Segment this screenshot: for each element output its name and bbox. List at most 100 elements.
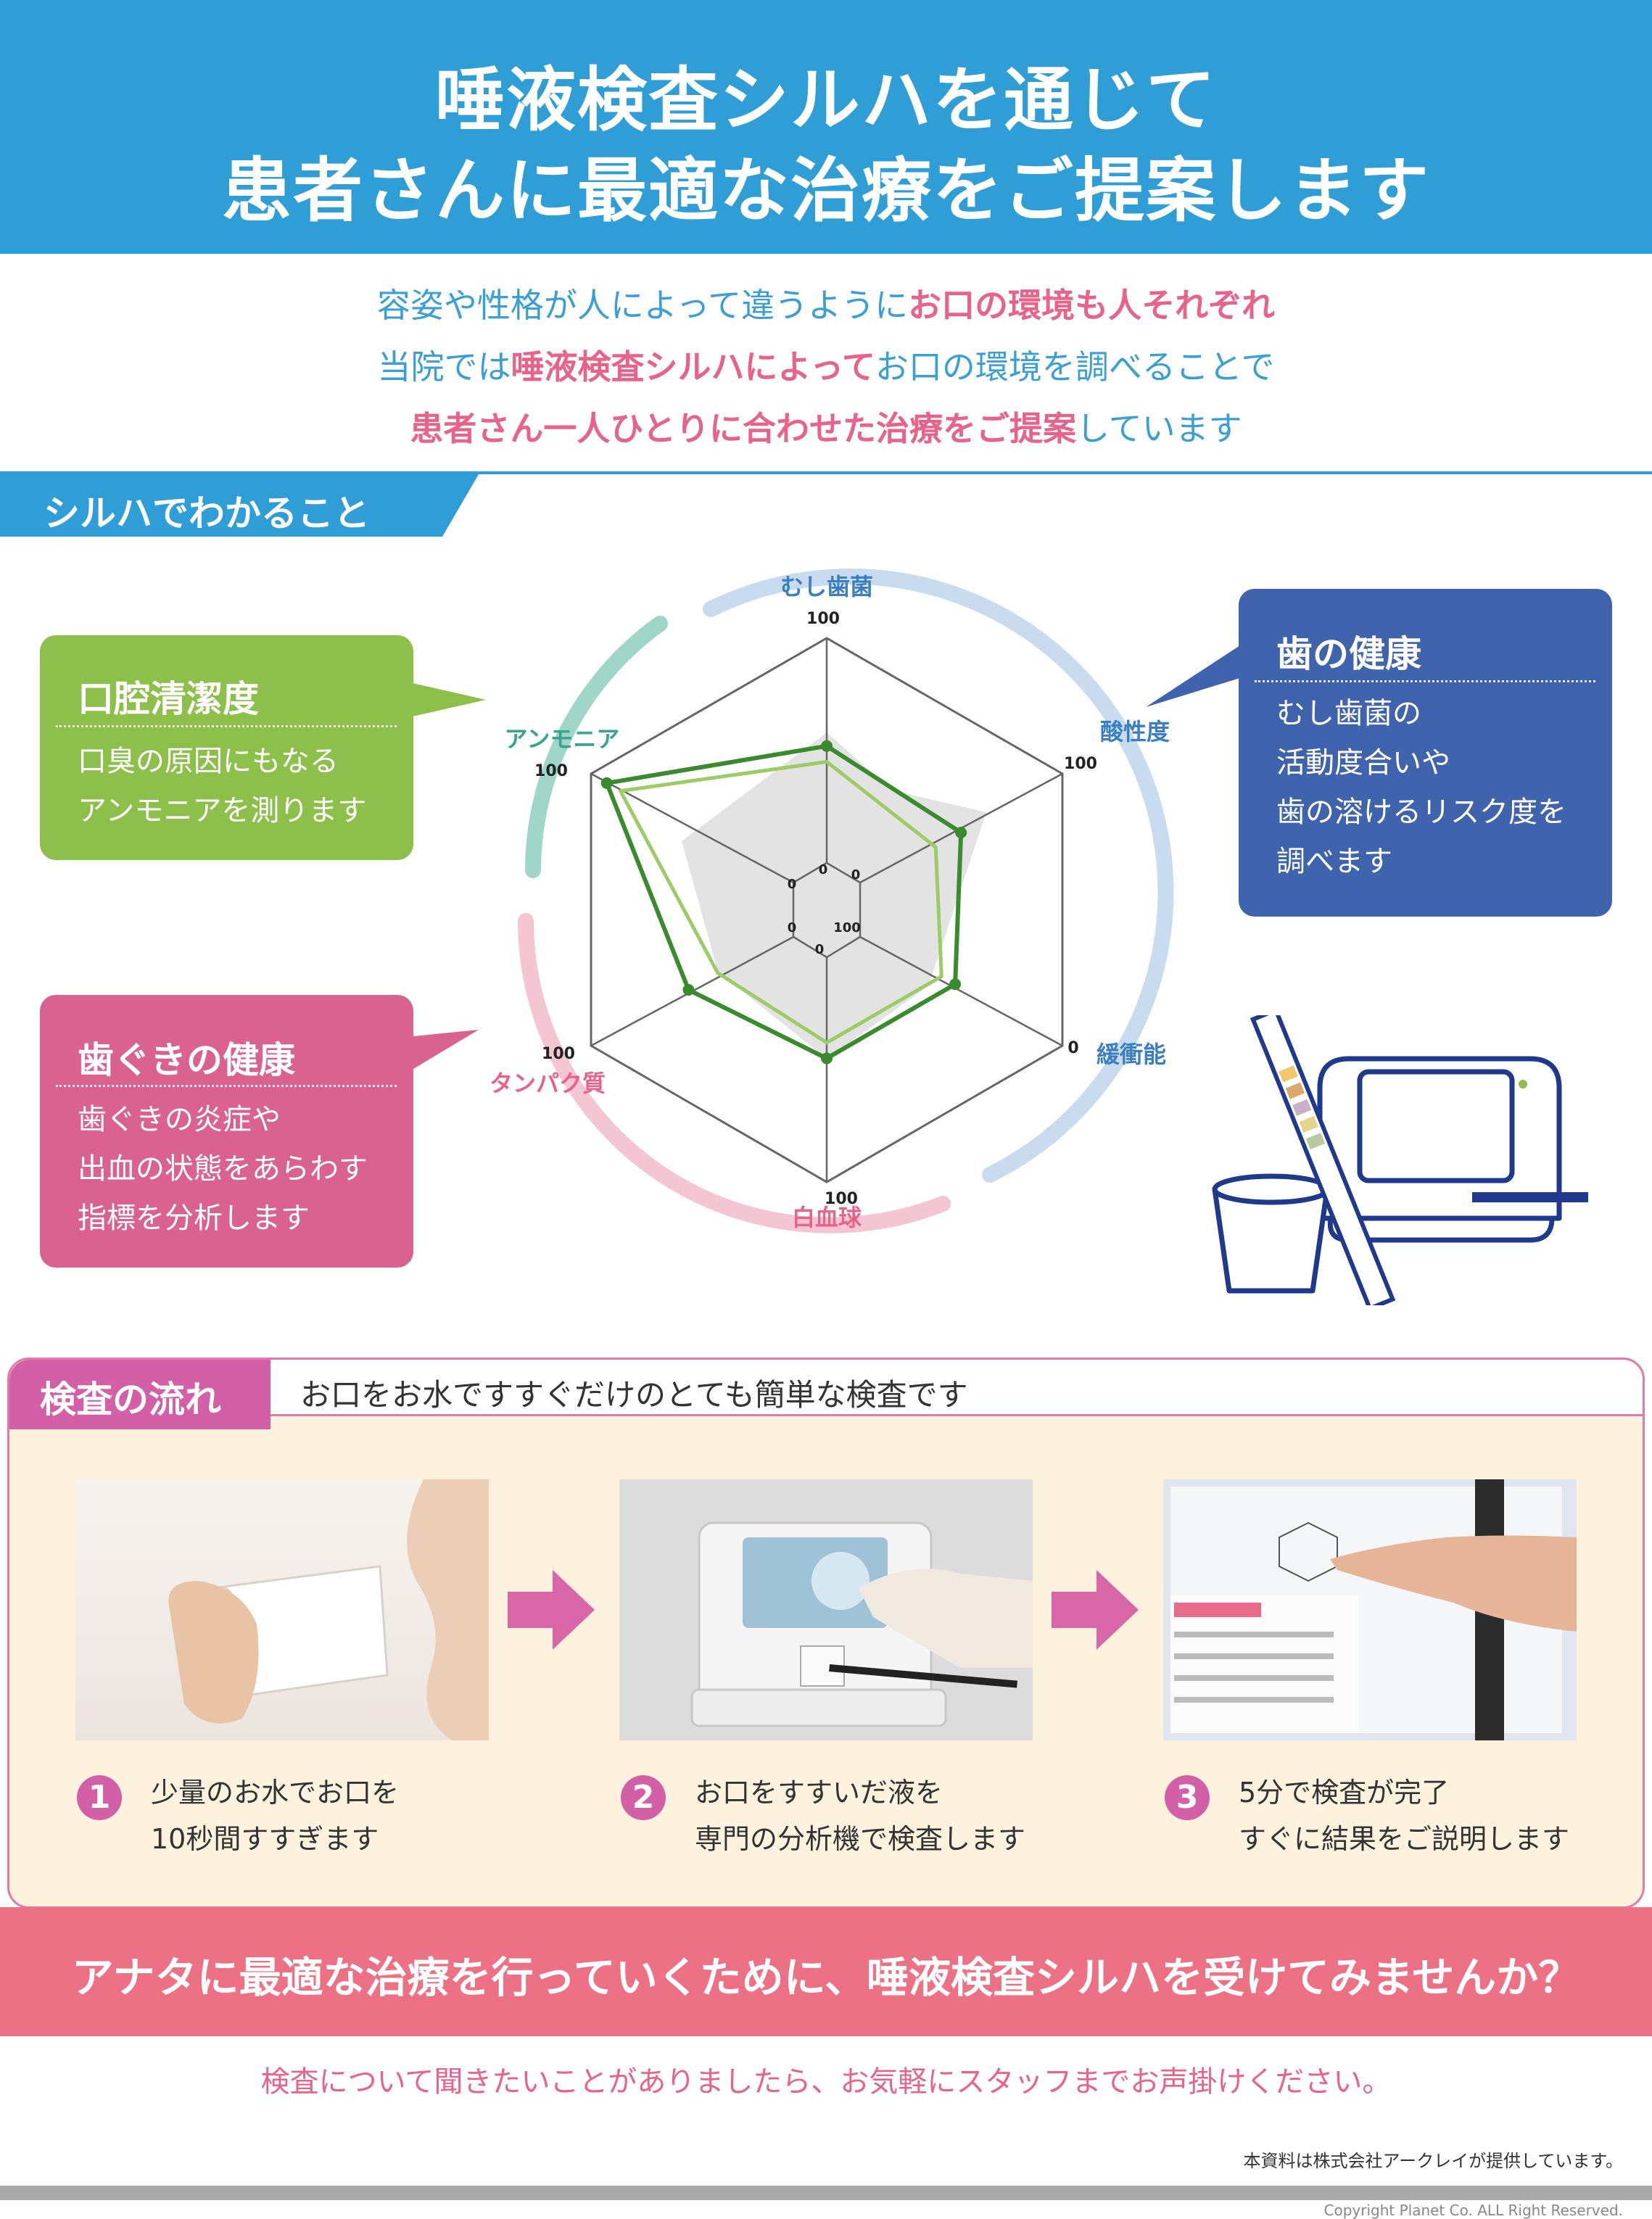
flow-title: 検査の流れ: [40, 1379, 221, 1421]
flow-subtitle: お口をお水ですすぐだけのとても簡単な検査です: [300, 1377, 968, 1413]
step-number-3: 3: [1165, 1775, 1210, 1820]
step-3-text: 5分で検査が完了 すぐに結果をご説明します: [1239, 1769, 1569, 1862]
reference-area: [682, 732, 986, 1059]
series-dark-line-point: [600, 777, 613, 789]
flow-header-bg: [9, 1360, 1643, 1415]
status-led-icon: [1519, 1080, 1527, 1088]
series-light-line: [619, 760, 943, 1045]
intro-text: 容姿や性格が人によって違うように: [376, 286, 909, 325]
flow-header-line: [9, 1414, 1643, 1416]
series-dark-line-point: [821, 1052, 833, 1065]
card-title: 歯ぐきの健康: [78, 1039, 295, 1081]
step-line: 専門の分析機で検査します: [695, 1823, 1026, 1855]
card-title: 口腔清潔度: [78, 678, 259, 720]
radar-series: [600, 740, 967, 1065]
card-line: 歯の溶けるリスク度を: [1276, 796, 1566, 829]
arrow-right-icon: [1052, 1570, 1139, 1650]
card-line: アンモニアを測ります: [78, 794, 367, 827]
step-number-1: 1: [77, 1775, 122, 1820]
series-dark-line-point: [682, 984, 695, 996]
step1-photo: [75, 1479, 489, 1740]
tick-inner: 0: [819, 862, 828, 877]
tick-inner: 0: [851, 867, 861, 883]
series-dark-line-point: [949, 978, 962, 991]
intro-text: しています: [1076, 409, 1242, 448]
header-title-line1: 唾液検査シルハを通じて: [435, 59, 1217, 141]
axis-label-buffer: 緩衝能: [1096, 1041, 1166, 1068]
footer-bar: [0, 2186, 1652, 2200]
card-divider: [56, 725, 397, 727]
axis-label-cavity: むし歯菌: [780, 573, 873, 600]
contact-note: 検査について聞きたいことがありましたら、お気軽にスタッフまでお声掛けください。: [260, 2065, 1392, 2099]
intro-text: 当院では: [377, 347, 511, 387]
section-tab: [0, 474, 479, 537]
card-line: 活動度合いや: [1276, 746, 1450, 780]
ring-teal: [525, 616, 668, 878]
card-divider: [1255, 680, 1595, 682]
tick-inner: 0: [788, 920, 797, 935]
cta-banner: [0, 1907, 1652, 2036]
tick-outer: 100: [534, 762, 568, 780]
card-title: 歯の健康: [1276, 633, 1421, 675]
cta-text: アナタに最適な治療を行っていくために、唾液検査シルハを受けてみませんか？: [71, 1953, 1581, 2002]
card-body: 口臭の原因にもなる アンモニアを測ります: [78, 737, 366, 835]
step-number-2: 2: [621, 1775, 666, 1820]
card-divider: [56, 1085, 397, 1087]
step3-photo: [1163, 1479, 1577, 1740]
step-line: すぐに結果をご説明します: [1239, 1823, 1570, 1855]
analyzer-screen-icon: [1357, 1069, 1515, 1183]
intro-line-1: 容姿や性格が人によって違うようにお口の環境も人それぞれ: [0, 279, 1652, 327]
card-line: 出血の状態をあらわす: [78, 1152, 368, 1186]
provider-note: 本資料は株式会社アークレイが提供しています。: [1243, 2151, 1623, 2171]
step-line: お口をすすいだ液を: [695, 1777, 943, 1809]
ring-blue: [703, 569, 1174, 1183]
axis-label-ammonia: アンモニア: [505, 725, 620, 753]
header-banner: [0, 0, 1652, 254]
step-1-text: 少量のお水でお口を 10秒間すすぎます: [151, 1769, 399, 1862]
card-line: むし歯菌の: [1276, 697, 1421, 730]
tick-inner: 100: [833, 920, 861, 935]
card-gum-health: 歯ぐきの健康 歯ぐきの炎症や 出血の状態をあらわす 指標を分析します: [40, 995, 413, 1268]
callout-pointer-pink: [406, 1030, 479, 1073]
callout-pointer-blue: [1146, 645, 1240, 707]
intro-line-2: 当院では唾液検査シルハによってお口の環境を調べることで: [0, 341, 1652, 389]
step-2-text: お口をすすいだ液を 専門の分析機で検査します: [695, 1769, 1025, 1862]
section-divider: [0, 471, 1652, 474]
step2-photo: [619, 1479, 1033, 1740]
analyzer-illustration: [1212, 1015, 1588, 1305]
test-strip-icon: [1250, 1015, 1396, 1305]
intro-text: お口の環境を調べることで: [875, 347, 1275, 387]
callout-pointer-green: [406, 682, 486, 718]
card-line: 歯ぐきの炎症や: [78, 1103, 281, 1136]
intro-highlight: 唾液検査シルハによって: [511, 347, 875, 387]
axis-label-acidity: 酸性度: [1100, 718, 1170, 745]
header-title-line2: 患者さんに最適な治療をご提案します: [222, 150, 1430, 231]
card-teeth-health: 歯の健康 むし歯菌の 活動度合いや 歯の溶けるリスク度を 調べます: [1239, 589, 1612, 917]
flow-tab: [9, 1360, 270, 1429]
step-line: 少量のお水でお口を: [151, 1777, 400, 1809]
ring-pink: [518, 913, 951, 1234]
step-line: 10秒間すすぎます: [151, 1823, 379, 1855]
series-dark-line-point: [821, 740, 833, 752]
tick-outer: 0: [1067, 1039, 1078, 1057]
axis-label-protein: タンパク質: [490, 1070, 606, 1097]
card-line: 指標を分析します: [78, 1202, 310, 1235]
card-line: 調べます: [1276, 845, 1392, 878]
tick-outer: 100: [806, 610, 840, 628]
tick-inner: 0: [788, 877, 797, 892]
intro-line-3: 患者さん一人ひとりに合わせた治療をご提案しています: [0, 402, 1652, 450]
section-title: シルハでわかること: [44, 492, 370, 534]
card-body: 歯ぐきの炎症や 出血の状態をあらわす 指標を分析します: [78, 1095, 368, 1243]
arrow-right-icon: [508, 1570, 595, 1650]
analyzer-base-icon: [1327, 1215, 1555, 1243]
tick-outer: 100: [542, 1045, 575, 1063]
card-line: 口臭の原因にもなる: [78, 745, 339, 778]
radar-chart: むし歯菌 酸性度 緩衝能 白血球 タンパク質 アンモニア 100 100 0 1…: [490, 569, 1174, 1234]
copyright: Copyright Planet Co. ALL Right Reserved.: [1323, 2202, 1624, 2219]
tick-outer: 100: [825, 1190, 858, 1208]
series-dark-line-point: [955, 827, 967, 839]
tick-inner: 0: [815, 942, 825, 957]
intro-highlight: お口の環境も人それぞれ: [908, 286, 1276, 325]
axis-label-wbc: 白血球: [792, 1204, 862, 1231]
cable-icon: [1472, 1192, 1588, 1202]
